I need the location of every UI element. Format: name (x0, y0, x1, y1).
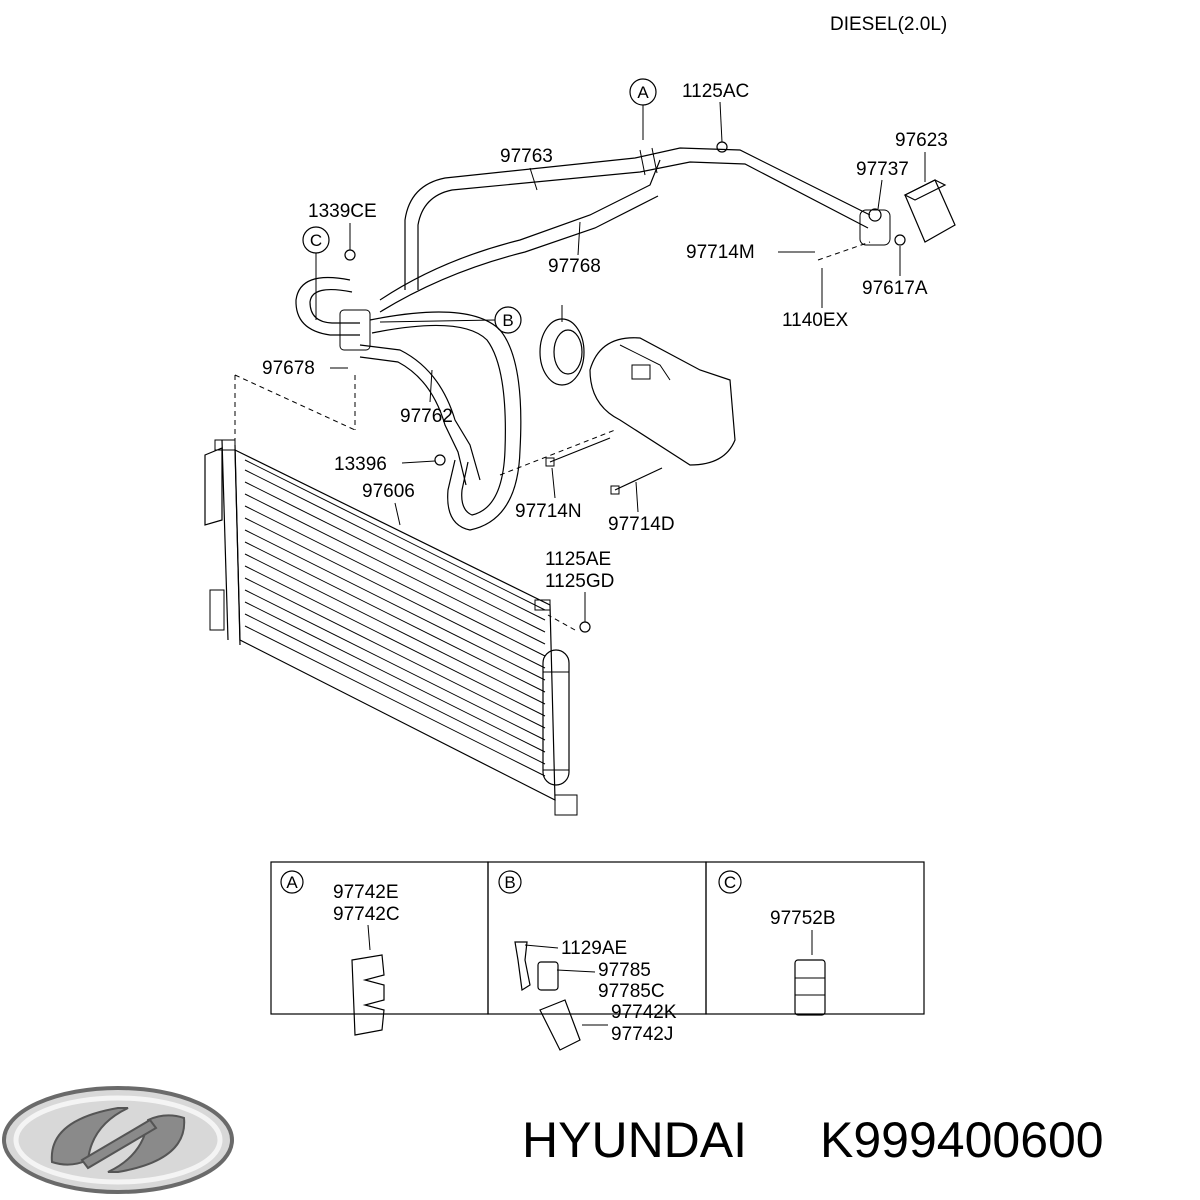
svg-text:A: A (286, 873, 298, 892)
label-1125ae: 1125AE (545, 549, 611, 570)
nut-13396 (434, 454, 446, 466)
pipe-left-bend (295, 276, 371, 351)
bolt-1129ae (514, 941, 531, 992)
bracket-97785 (537, 961, 559, 991)
o-ring-97617a (894, 234, 906, 246)
clip-97742k (539, 999, 581, 1051)
label-97763: 97763 (500, 146, 553, 167)
o-ring-97737 (868, 208, 882, 222)
footer-brand: HYUNDAI (522, 1112, 747, 1168)
nut-1339ce (344, 249, 356, 261)
detail-c-part-1: 97752B (770, 908, 836, 929)
pipe-loop (369, 311, 522, 531)
label-97737: 97737 (856, 159, 909, 180)
label-97606: 97606 (362, 481, 415, 502)
callout-c: C (302, 226, 330, 320)
bolt-97714n (545, 437, 611, 467)
callout-a: A (629, 78, 657, 140)
svg-text:B: B (502, 311, 513, 330)
hyundai-logo-icon (2, 1086, 234, 1194)
variant-label: DIESEL(2.0L) (830, 14, 947, 35)
connector-block-97623 (859, 179, 956, 246)
detail-b-part-5: 97742J (611, 1024, 673, 1045)
pipe-97763 (404, 147, 871, 290)
label-97714m: 97714M (686, 242, 755, 263)
label-97617a: 97617A (862, 278, 928, 299)
detail-b-part-4: 97742K (611, 1002, 677, 1023)
label-97623: 97623 (895, 130, 948, 151)
svg-text:A: A (637, 83, 649, 102)
svg-text:C: C (724, 873, 736, 892)
detail-b-part-1: 1129AE (561, 938, 627, 959)
label-97714n: 97714N (515, 501, 582, 522)
detail-box-c: C 97752B (705, 861, 925, 1016)
svg-text:C: C (310, 231, 322, 250)
bolt-97714d (610, 467, 663, 495)
label-1140ex: 1140EX (782, 310, 849, 331)
compressor (539, 305, 736, 466)
detail-b-part-2: 97785 (598, 960, 651, 981)
detail-box-a: A 97742E 97742C (270, 861, 489, 1036)
callout-b: B (379, 306, 522, 334)
label-97678: 97678 (262, 358, 315, 379)
footer-part-number: K999400600 (820, 1112, 1104, 1168)
label-1125gd: 1125GD (545, 571, 614, 592)
clip-97742e (351, 954, 385, 1036)
label-97762: 97762 (400, 406, 453, 427)
bolt-1125ac (716, 141, 728, 153)
mounting-guide-lines (234, 241, 871, 631)
label-13396: 13396 (334, 454, 387, 475)
label-1339ce: 1339CE (308, 201, 377, 222)
bolt-1125ae (579, 621, 591, 633)
detail-a-part-1: 97742E (333, 882, 399, 903)
label-97768: 97768 (548, 256, 601, 277)
label-1125ac: 1125AC (682, 81, 749, 102)
detail-box-b: B 1129AE 97785 97785C 97742K 97742J (487, 861, 707, 1051)
pressure-switch-97752b (794, 959, 826, 1016)
svg-text:B: B (504, 873, 515, 892)
pipe-97762 (359, 344, 481, 486)
receiver-drier (534, 599, 578, 816)
detail-b-part-3: 97785C (598, 981, 665, 1002)
pipe-97768 (379, 159, 661, 313)
detail-a-part-2: 97742C (333, 904, 400, 925)
label-97714d: 97714D (608, 514, 675, 535)
